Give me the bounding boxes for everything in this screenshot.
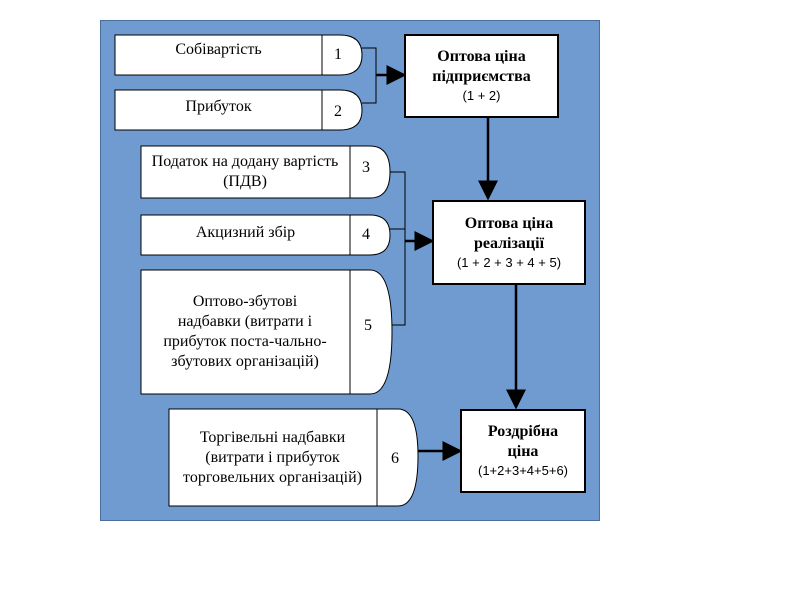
result-wholesale-sale-price: Оптова ціна реалізації (1 + 2 + 3 + 4 + …	[433, 201, 585, 284]
component-box-6	[168, 408, 419, 507]
component-number-2: 2	[334, 103, 342, 120]
result-formula-2: (1 + 2 + 3 + 4 + 5)	[456, 254, 562, 270]
component-label-3: Податок на додану вартість (ПДВ)	[151, 153, 339, 190]
result-box-2	[432, 200, 586, 285]
component-label-4: Акцизний збір	[195, 224, 296, 241]
component-box-4	[140, 214, 391, 256]
result-title-2: Оптова ціна реалізації	[464, 214, 554, 252]
connector-1-2	[362, 47, 377, 104]
result-box-3	[460, 409, 586, 493]
component-number-3: 3	[362, 159, 370, 176]
component-label-5: Оптово-збутові надбавки (витрати і прибу…	[163, 293, 327, 370]
result-box-1	[404, 34, 559, 118]
component-number-4: 4	[362, 226, 370, 243]
result-formula-1: (1 + 2)	[462, 88, 501, 103]
result-enterprise-wholesale-price: Оптова ціна підприємства (1 + 2)	[405, 35, 558, 117]
component-label-2: Прибуток	[185, 98, 252, 115]
component-label-1: Собівартість	[175, 41, 262, 58]
result-title-1: Оптова ціна підприємства	[432, 48, 531, 85]
component-number-6: 6	[391, 450, 399, 467]
result-retail-price: Роздрібна ціна (1+2+3+4+5+6)	[461, 410, 585, 492]
component-box-1	[114, 34, 363, 76]
component-box-5	[140, 269, 393, 395]
component-number-1: 1	[334, 46, 342, 63]
component-label-6: Торгівельні надбавки (витрати і прибуток…	[183, 428, 362, 486]
result-formula-3: (1+2+3+4+5+6)	[478, 463, 568, 478]
component-number-5: 5	[364, 317, 372, 334]
result-title-3: Роздрібна ціна	[487, 423, 559, 460]
connector-3-4-5	[390, 171, 406, 326]
component-box-2	[114, 89, 363, 131]
